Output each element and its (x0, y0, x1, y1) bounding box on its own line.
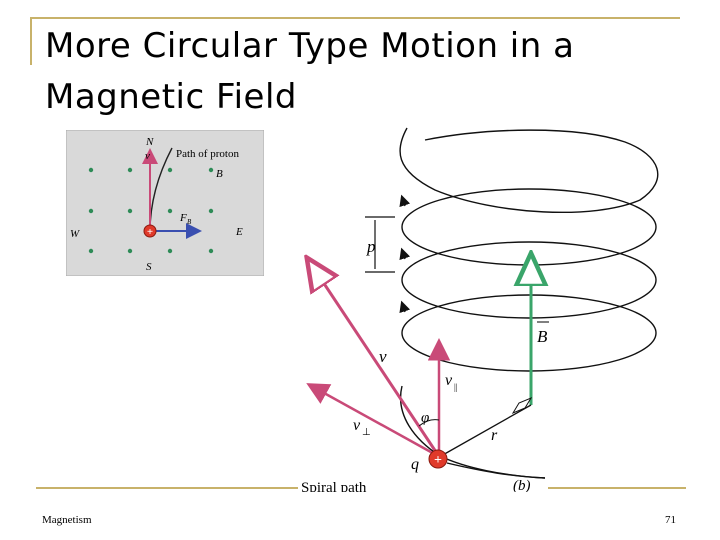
bottom-rule-right (548, 487, 686, 489)
label-v-parallel-subscript: || (454, 382, 458, 392)
label-west: W (70, 228, 80, 240)
slide-title-line-2: Magnetic Field (45, 77, 297, 117)
label-north: N (145, 136, 154, 148)
angle-phi-arc (418, 419, 440, 427)
label-south: S (146, 261, 152, 273)
slide-title-line-1: More Circular Type Motion in a (45, 26, 575, 66)
spiral-path-tail (446, 462, 546, 479)
proton-charge (143, 224, 157, 238)
footer-topic: Magnetism (42, 514, 92, 526)
label-v-perpendicular-subscript: ⊥ (362, 427, 371, 438)
label-panel-b: (b) (513, 478, 531, 492)
label-field-B: B (537, 327, 548, 346)
label-force: F (179, 212, 187, 224)
label-velocity: v (145, 150, 150, 162)
label-east: E (235, 226, 243, 238)
label-spiral-path: Spiral path (301, 480, 367, 492)
left-rule (30, 17, 32, 65)
label-field-B: B (216, 168, 223, 180)
label-radius: r (491, 427, 498, 444)
label-velocity-v: v (379, 347, 387, 366)
label-path-of-proton: Path of proton (176, 148, 239, 160)
field-dots (88, 167, 214, 254)
bottom-rule-left (36, 487, 298, 489)
proton-path-diagram: + N v Path of proton B F B W E S (66, 130, 264, 276)
right-angle-mark (511, 396, 533, 415)
label-force-subscript: B (187, 218, 192, 226)
helix-direction-arrows (399, 194, 411, 314)
diagram-panel (66, 130, 264, 276)
radius-line (440, 404, 532, 457)
pitch-dimension (365, 216, 395, 273)
slide-number: 71 (665, 514, 676, 526)
label-v-perpendicular: v (353, 417, 361, 434)
charge-q-sign: + (434, 453, 442, 468)
proton-charge-sign: + (147, 226, 153, 238)
label-v-parallel: v (445, 372, 453, 389)
label-pitch: p (366, 237, 376, 256)
label-charge-q: q (411, 456, 419, 473)
charge-q (428, 449, 448, 469)
label-phi: φ (421, 410, 429, 426)
velocity-v-vector (315, 270, 440, 456)
top-rule (30, 17, 680, 19)
velocity-perpendicular-vector (306, 383, 439, 458)
spiral-path-diagram: p B r v v || v ⊥ φ + q Spiral path (b) (301, 127, 659, 492)
